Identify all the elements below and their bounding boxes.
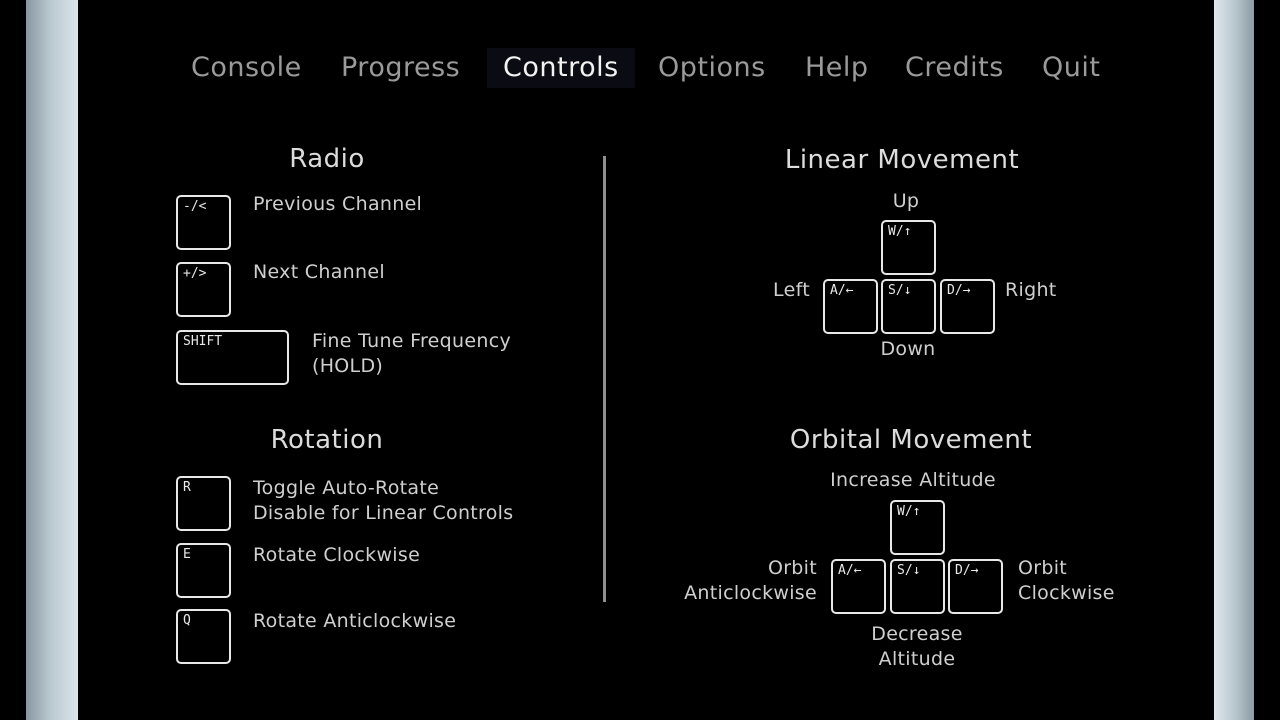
key-shift: SHIFT [176,330,289,385]
orbital-right-label-line2: Clockwise [1018,582,1115,604]
key-next-channel: +/> [176,262,231,317]
orbital-left-label-line2: Anticlockwise [684,582,817,604]
key-q: Q [176,609,231,664]
orbital-key-left: A/← [831,559,886,614]
key-previous-channel: -/< [176,195,231,250]
previous-channel-label: Previous Channel [253,193,423,215]
linear-movement-title: Linear Movement [784,145,1020,175]
rotation-section-title: Rotation [270,425,384,455]
fine-tune-label-line1: Fine Tune Frequency [312,330,511,352]
toggle-auto-rotate-line1: Toggle Auto-Rotate [253,477,440,499]
tab-console[interactable]: Console [191,52,302,83]
radio-section-title: Radio [289,144,365,174]
orbital-movement-title: Orbital Movement [789,425,1033,455]
linear-key-down: S/↓ [881,279,936,334]
linear-left-label: Left [773,279,810,301]
tab-progress[interactable]: Progress [341,52,461,83]
next-channel-label: Next Channel [253,261,385,283]
tab-help[interactable]: Help [805,52,869,83]
rotate-anticlockwise-label: Rotate Anticlockwise [253,610,457,632]
toggle-auto-rotate-label: Toggle Auto-Rotate Disable for Linear Co… [253,476,513,526]
linear-down-label: Down [880,338,936,360]
tab-credits[interactable]: Credits [905,52,1004,83]
orbital-down-label-line2: Altitude [878,648,956,670]
linear-key-up: W/↑ [881,220,936,275]
orbital-key-right: D/→ [948,559,1003,614]
key-e: E [176,543,231,598]
orbital-down-label-line1: Decrease [871,623,963,645]
orbital-right-label-line1: Orbit [1018,557,1068,579]
right-frame-bar [1214,0,1254,720]
column-divider [603,156,606,602]
linear-right-label: Right [1005,279,1057,301]
linear-key-left: A/← [823,279,878,334]
tab-controls[interactable]: Controls [487,48,635,88]
linear-up-label: Up [892,190,920,212]
toggle-auto-rotate-line2: Disable for Linear Controls [253,502,514,524]
rotate-clockwise-label: Rotate Clockwise [253,544,421,566]
linear-key-right: D/→ [940,279,995,334]
orbital-down-label: Decrease Altitude [871,622,962,672]
key-r: R [176,476,231,531]
orbital-key-up: W/↑ [890,500,945,555]
tab-quit[interactable]: Quit [1042,52,1101,83]
tab-options[interactable]: Options [658,52,766,83]
left-frame-bar [26,0,78,720]
orbital-up-label: Increase Altitude [830,469,996,491]
fine-tune-label: Fine Tune Frequency (HOLD) [312,329,511,379]
orbital-left-label: Orbit Anticlockwise [650,556,817,606]
fine-tune-label-line2: (HOLD) [312,355,384,377]
orbital-right-label: Orbit Clockwise [1018,556,1115,606]
orbital-key-down: S/↓ [890,559,945,614]
orbital-left-label-line1: Orbit [767,557,817,579]
